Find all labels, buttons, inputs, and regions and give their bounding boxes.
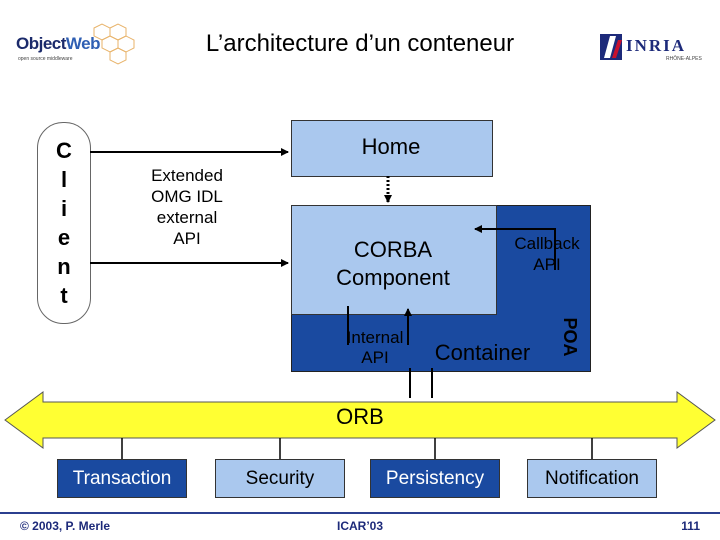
objectweb-logo: ObjectWeb open source middleware bbox=[14, 22, 144, 72]
footer-event: ICAR’03 bbox=[336, 519, 383, 533]
footer-divider bbox=[0, 512, 720, 514]
transaction-service: Transaction bbox=[57, 459, 187, 498]
home-label: Home bbox=[361, 134, 421, 159]
client-letter: i bbox=[60, 196, 68, 221]
corba-label-line: CORBA bbox=[353, 237, 433, 262]
inria-logo: INRIA RHÔNE-ALPES bbox=[598, 28, 708, 68]
security-service: Security bbox=[215, 459, 345, 498]
slide-title: L’architecture d’un conteneur bbox=[205, 30, 515, 57]
inria-name: INRIA bbox=[626, 36, 687, 55]
logo-name: Object bbox=[16, 34, 66, 53]
client-letter: t bbox=[60, 283, 68, 308]
callback-label-line: Callback bbox=[514, 234, 580, 253]
footer-copyright: © 2003, P. Merle bbox=[20, 519, 111, 533]
poa-label: POA bbox=[560, 317, 580, 357]
client-box: C l i e n t bbox=[37, 122, 91, 324]
internal-api-label: Internal API bbox=[330, 328, 420, 368]
inria-tagline: RHÔNE-ALPES bbox=[666, 56, 702, 62]
hexagon-pattern-icon bbox=[93, 23, 135, 65]
logo-accent: Web bbox=[65, 34, 101, 53]
logo-tagline: open source middleware bbox=[18, 56, 73, 62]
corba-component-box bbox=[291, 205, 497, 315]
extended-label-line: Extended bbox=[151, 166, 223, 185]
external-label-line: external bbox=[156, 208, 218, 227]
inria-emblem-icon bbox=[600, 34, 622, 60]
api-label-line: API bbox=[533, 255, 561, 274]
callback-arrow bbox=[474, 225, 556, 270]
orb-label: ORB bbox=[336, 404, 384, 429]
omg-idl-label-line: OMG IDL bbox=[151, 187, 223, 206]
api-label-line: API bbox=[361, 348, 389, 367]
api-label-line: API bbox=[173, 229, 201, 248]
orb-bus bbox=[4, 391, 716, 449]
client-letter: e bbox=[57, 225, 71, 250]
client-letter: n bbox=[57, 254, 71, 279]
slide-number: 111 bbox=[681, 519, 700, 533]
client-letter: l bbox=[60, 167, 68, 192]
corba-component-label: CORBA Component bbox=[291, 236, 495, 292]
container-label: Container bbox=[434, 340, 531, 365]
client-letter: C bbox=[56, 138, 72, 163]
notification-service: Notification bbox=[527, 459, 657, 498]
internal-label-line: Internal bbox=[346, 328, 404, 347]
extended-api-label: Extended OMG IDL external API bbox=[112, 165, 262, 249]
component-label-line: Component bbox=[336, 265, 450, 290]
persistency-service: Persistency bbox=[370, 459, 500, 498]
callback-api-label: Callback API bbox=[502, 233, 592, 275]
home-box bbox=[291, 120, 493, 177]
